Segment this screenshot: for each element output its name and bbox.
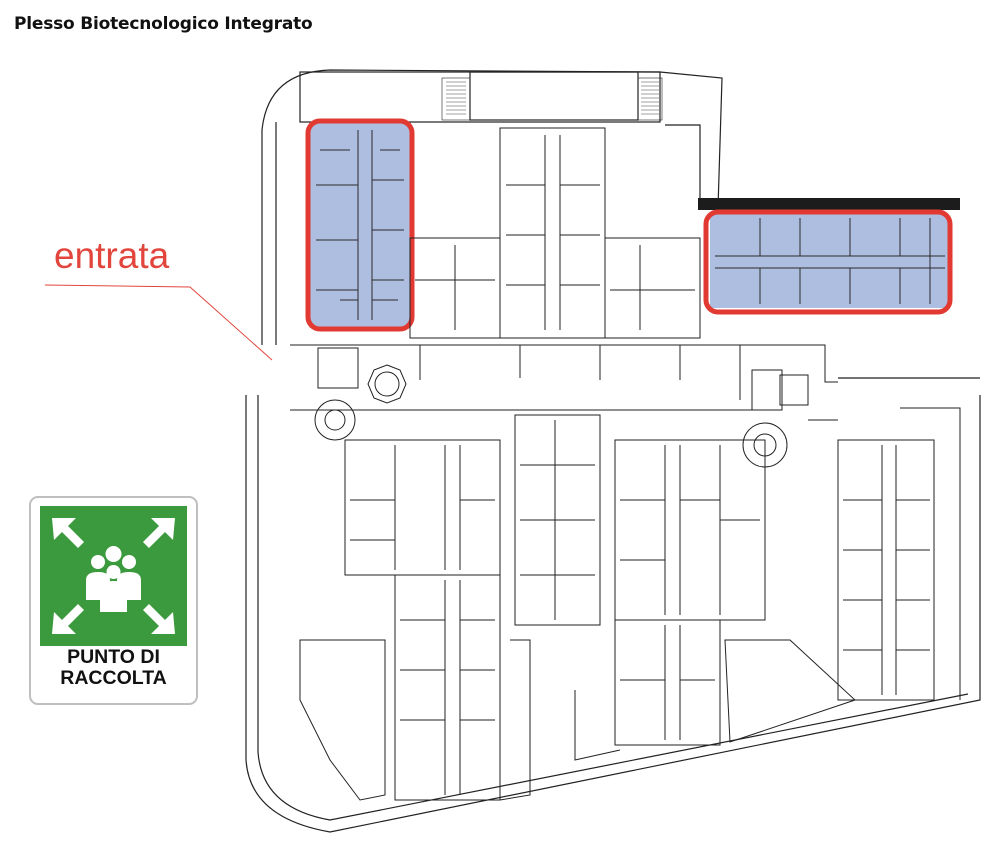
assembly-point-icon — [52, 518, 175, 634]
entrance-pointer — [44, 284, 273, 361]
main-corridor — [290, 344, 780, 411]
sign-line-1: PUNTO DI — [67, 646, 160, 668]
sign-line-2: RACCOLTA — [60, 667, 167, 689]
assembly-point-caption: PUNTO DI RACCOLTA — [30, 497, 197, 704]
site-boundary — [245, 69, 981, 833]
assembly-point-sign — [29, 496, 198, 705]
page-title: Plesso Biotecnologico Integrato — [14, 14, 313, 34]
north-east-wing — [703, 209, 953, 315]
entrance-label: entrata — [54, 235, 170, 276]
north-west-wing — [305, 118, 415, 332]
